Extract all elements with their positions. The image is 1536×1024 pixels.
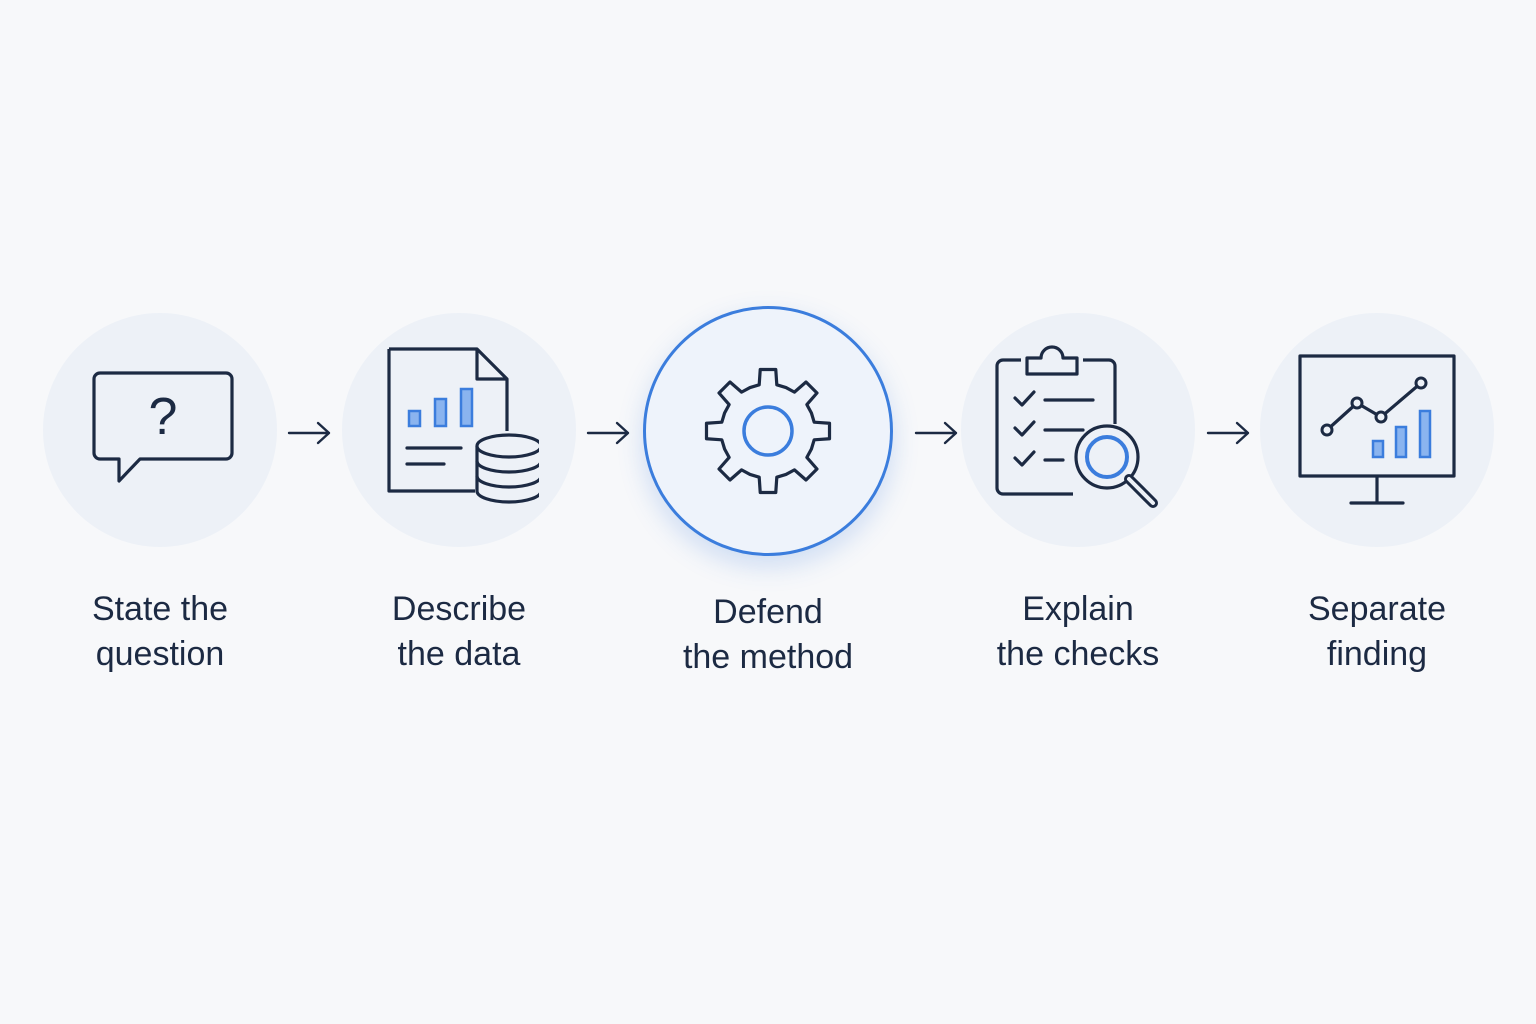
step-label-line-1: Separate [1308, 590, 1446, 628]
step-label-line-2: finding [1326, 635, 1428, 673]
step-circle [342, 313, 576, 547]
arrow-right-icon [914, 418, 960, 448]
step-label-line-1: Describe [391, 590, 527, 628]
speech-bubble-question-icon: ? [85, 365, 235, 495]
clipboard-magnifier-icon [991, 338, 1166, 523]
arrow-right-icon [1206, 418, 1252, 448]
gear-icon [698, 361, 838, 501]
step-circle-active [643, 306, 893, 556]
step-circle: ? [43, 313, 277, 547]
step-state-question: ? State the question [10, 313, 310, 677]
monitor-chart-icon [1297, 353, 1457, 508]
arrow-right-icon [287, 418, 333, 448]
question-mark-glyph: ? [149, 388, 178, 446]
document-database-icon [379, 345, 539, 515]
step-label-line-1: Explain [1022, 590, 1134, 628]
step-label-line-2: the data [397, 635, 521, 673]
step-circle [961, 313, 1195, 547]
step-label: Describe the data [309, 587, 609, 677]
step-label-line-1: Defend [713, 593, 823, 631]
step-label: Defend the method [618, 590, 918, 680]
step-explain-checks: Explain the checks [928, 313, 1228, 677]
step-label-line-2: the checks [996, 635, 1160, 673]
step-label: State the question [10, 587, 310, 677]
step-label-line-2: the method [682, 638, 854, 676]
step-describe-data: Describe the data [309, 313, 609, 677]
step-circle [1260, 313, 1494, 547]
step-defend-method: Defend the method [618, 306, 918, 680]
arrow-right-icon [586, 418, 632, 448]
step-label: Separate finding [1227, 587, 1527, 677]
step-separate-finding: Separate finding [1227, 313, 1527, 677]
step-label: Explain the checks [928, 587, 1228, 677]
step-label-line-1: State the [91, 590, 229, 628]
step-label-line-2: question [95, 635, 225, 673]
